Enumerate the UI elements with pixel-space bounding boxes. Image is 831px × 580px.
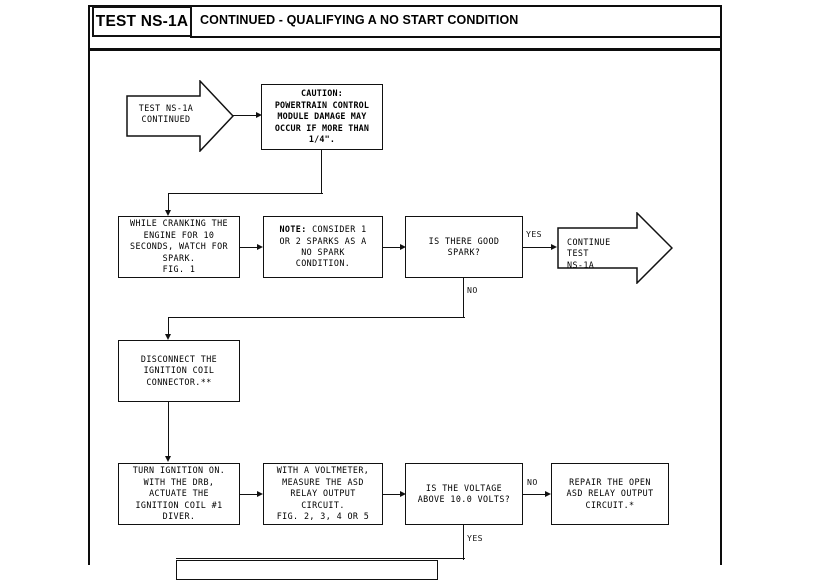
node-is-there-good-spark-label: IS THERE GOOD SPARK? <box>428 235 500 257</box>
test-id-badge: TEST NS-1A <box>92 6 192 37</box>
page-title: CONTINUED - QUALIFYING A NO START CONDIT… <box>200 13 519 27</box>
edge-voltage-no <box>523 494 549 496</box>
edge-n2-n3-segment-left <box>168 193 323 195</box>
edge-spark-yes <box>523 247 555 249</box>
edge-spark-yes-arrowhead <box>551 243 557 250</box>
node-repair-open-circuit-label: REPAIR THE OPEN ASD RELAY OUTPUT CIRCUIT… <box>566 476 654 510</box>
node-while-cranking-label: WHILE CRANKING THE ENGINE FOR 10 SECONDS… <box>130 218 228 275</box>
node-test-continued-label: TEST NS-1A CONTINUED <box>138 103 194 125</box>
node-turn-ignition-on: TURN IGNITION ON. WITH THE DRB, ACTUATE … <box>118 463 240 525</box>
edge-n8-n9-arrowhead <box>257 490 263 497</box>
edge-n4-n5 <box>383 247 403 249</box>
node-while-cranking: WHILE CRANKING THE ENGINE FOR 10 SECONDS… <box>118 216 240 278</box>
edge-n7-n8 <box>168 402 170 460</box>
node-is-voltage-above-label: IS THE VOLTAGE ABOVE 10.0 VOLTS? <box>417 482 511 504</box>
edge-n1-n2 <box>233 115 258 117</box>
edge-label-voltage-yes: YES <box>467 533 483 543</box>
manual-page: TEST NS-1A CONTINUED - QUALIFYING A NO S… <box>88 5 722 580</box>
node-continue-test: CONTINUE TEST NS-1A <box>557 212 673 284</box>
node-test-continued: TEST NS-1A CONTINUED <box>126 80 234 152</box>
node-caution-label: CAUTION: POWERTRAIN CONTROL MODULE DAMAG… <box>274 88 370 145</box>
edge-n3-n4 <box>240 247 260 249</box>
node-continue-test-label: CONTINUE TEST NS-1A <box>567 237 611 270</box>
edge-voltage-no-arrowhead <box>545 490 551 497</box>
node-turn-ignition-on-label: TURN IGNITION ON. WITH THE DRB, ACTUATE … <box>132 465 226 522</box>
edge-spark-no-arrowhead <box>165 334 171 340</box>
node-measure-asd-relay-label: WITH A VOLTMETER, MEASURE THE ASD RELAY … <box>276 465 370 522</box>
node-next-step-clipped <box>176 560 438 580</box>
edge-spark-no-drop <box>168 317 170 338</box>
node-note-sparks: NOTE: CONSIDER 1 OR 2 SPARKS AS A NO SPA… <box>263 216 383 278</box>
edge-n2-n3-segment-down <box>321 150 323 194</box>
node-disconnect-ignition-coil: DISCONNECT THE IGNITION COIL CONNECTOR.*… <box>118 340 240 402</box>
test-id-label: TEST NS-1A <box>95 12 189 30</box>
note-body-label: CONSIDER 1 OR 2 SPARKS AS A NO SPARK CON… <box>279 224 367 269</box>
node-caution: CAUTION: POWERTRAIN CONTROL MODULE DAMAG… <box>261 84 383 150</box>
node-note-sparks-label: NOTE: CONSIDER 1 OR 2 SPARKS AS A NO SPA… <box>276 224 369 270</box>
edge-spark-no-left <box>168 317 465 319</box>
node-is-voltage-above: IS THE VOLTAGE ABOVE 10.0 VOLTS? <box>405 463 523 525</box>
node-is-there-good-spark: IS THERE GOOD SPARK? <box>405 216 523 278</box>
header-rule-bottom <box>88 48 722 51</box>
header-rule-middle <box>190 36 722 38</box>
edge-n2-n3-segment-drop <box>168 193 170 213</box>
node-measure-asd-relay: WITH A VOLTMETER, MEASURE THE ASD RELAY … <box>263 463 383 525</box>
edge-spark-no-down <box>463 278 465 318</box>
edge-voltage-yes-down <box>463 525 465 560</box>
header-rule-top <box>88 5 722 7</box>
node-disconnect-ignition-coil-label: DISCONNECT THE IGNITION COIL CONNECTOR.*… <box>140 353 218 387</box>
edge-n7-n8-arrowhead <box>165 456 171 462</box>
edge-label-spark-yes: YES <box>526 229 542 239</box>
edge-n4-n5-arrowhead <box>400 243 406 250</box>
edge-voltage-yes-left <box>176 558 465 560</box>
note-lead-label: NOTE: <box>279 224 307 235</box>
page-frame-left-border <box>88 5 90 565</box>
edge-label-voltage-no: NO <box>527 477 538 487</box>
edge-n1-n2-arrowhead <box>256 111 262 118</box>
node-repair-open-circuit: REPAIR THE OPEN ASD RELAY OUTPUT CIRCUIT… <box>551 463 669 525</box>
edge-n3-n4-arrowhead <box>257 243 263 250</box>
edge-n8-n9 <box>240 494 260 496</box>
edge-n2-n3-arrowhead <box>165 210 171 216</box>
edge-n9-n10-arrowhead <box>400 490 406 497</box>
edge-label-spark-no: NO <box>467 285 478 295</box>
page-frame-right-border <box>720 5 722 565</box>
edge-n9-n10 <box>383 494 403 496</box>
